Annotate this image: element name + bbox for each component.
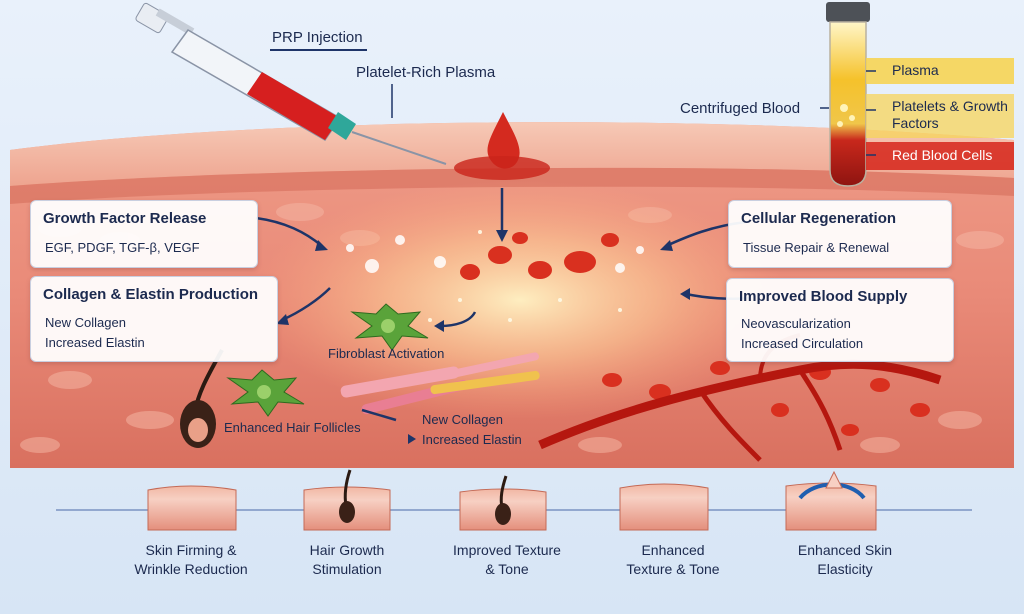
test-tube-icon bbox=[826, 2, 870, 187]
platelet-rich-plasma-label: Platelet-Rich Plasma bbox=[356, 64, 496, 81]
centrifuged-blood-label: Centrifuged Blood bbox=[680, 100, 801, 117]
panel-collagen-item-2: Increased Elastin bbox=[45, 335, 145, 350]
benefit-4-line2: Texture & Tone bbox=[626, 561, 720, 577]
fibroblast-activation-label: Fibroblast Activation bbox=[328, 346, 445, 361]
blood-drop-icon bbox=[487, 112, 520, 169]
tube-rbc-label: Red Blood Cells bbox=[892, 147, 993, 163]
fibroblast-cell-icon bbox=[350, 303, 429, 351]
benefit-skin-elasticity: Enhanced Skin Elasticity bbox=[770, 541, 920, 579]
benefit-hair-growth: Hair Growth Stimulation bbox=[272, 541, 422, 579]
panel-cellular-regeneration: Cellular Regeneration Tissue Repair & Re… bbox=[728, 200, 952, 268]
benefit-enhanced-texture: Enhanced Texture & Tone bbox=[598, 541, 748, 579]
benefit-5-line2: Elasticity bbox=[817, 561, 873, 577]
panel-growth-title: Growth Factor Release bbox=[43, 210, 207, 227]
panel-blood-supply: Improved Blood Supply Neovascularization… bbox=[726, 278, 954, 362]
skin-sample-icon bbox=[147, 469, 877, 531]
hair-follicle-icon bbox=[180, 349, 224, 448]
new-collagen-label: New Collagen bbox=[422, 412, 503, 427]
prp-injection-underline bbox=[270, 49, 367, 51]
panel-collagen-item-1: New Collagen bbox=[45, 315, 126, 330]
benefit-2-line2: Stimulation bbox=[312, 561, 382, 577]
tube-platelets-label-1: Platelets & Growth bbox=[892, 98, 1008, 114]
benefit-3-line2: & Tone bbox=[485, 561, 529, 577]
benefit-1-line2: Wrinkle Reduction bbox=[134, 561, 248, 577]
panel-growth-item: EGF, PDGF, TGF-β, VEGF bbox=[45, 240, 200, 255]
panel-cellular-title: Cellular Regeneration bbox=[741, 210, 897, 227]
prp-injection-label: PRP Injection bbox=[272, 29, 363, 46]
panel-blood-item-1: Neovascularization bbox=[741, 316, 851, 331]
benefit-skin-firming: Skin Firming & Wrinkle Reduction bbox=[116, 541, 266, 579]
hair-follicles-label: Enhanced Hair Follicles bbox=[224, 420, 361, 435]
panel-collagen-title: Collagen & Elastin Production bbox=[43, 286, 259, 303]
panel-blood-title: Improved Blood Supply bbox=[739, 288, 908, 305]
panel-blood-item-2: Increased Circulation bbox=[741, 336, 864, 351]
benefit-2-line1: Hair Growth bbox=[309, 542, 385, 558]
syringe-icon bbox=[135, 2, 447, 165]
benefit-3-line1: Improved Texture bbox=[453, 542, 561, 558]
tube-plasma-label: Plasma bbox=[892, 62, 939, 78]
benefit-4-line1: Enhanced bbox=[641, 542, 705, 558]
panel-cellular-item: Tissue Repair & Renewal bbox=[743, 240, 890, 255]
benefit-1-line1: Skin Firming & bbox=[145, 542, 237, 558]
panel-collagen-elastin: Collagen & Elastin Production New Collag… bbox=[30, 276, 278, 362]
tube-platelets-label-2: Factors bbox=[892, 115, 939, 131]
benefit-improved-texture: Improved Texture & Tone bbox=[432, 541, 582, 579]
increased-elastin-label: Increased Elastin bbox=[422, 432, 522, 447]
benefit-5-line1: Enhanced Skin bbox=[797, 542, 893, 558]
panel-growth-factor: Growth Factor Release EGF, PDGF, TGF-β, … bbox=[30, 200, 258, 268]
